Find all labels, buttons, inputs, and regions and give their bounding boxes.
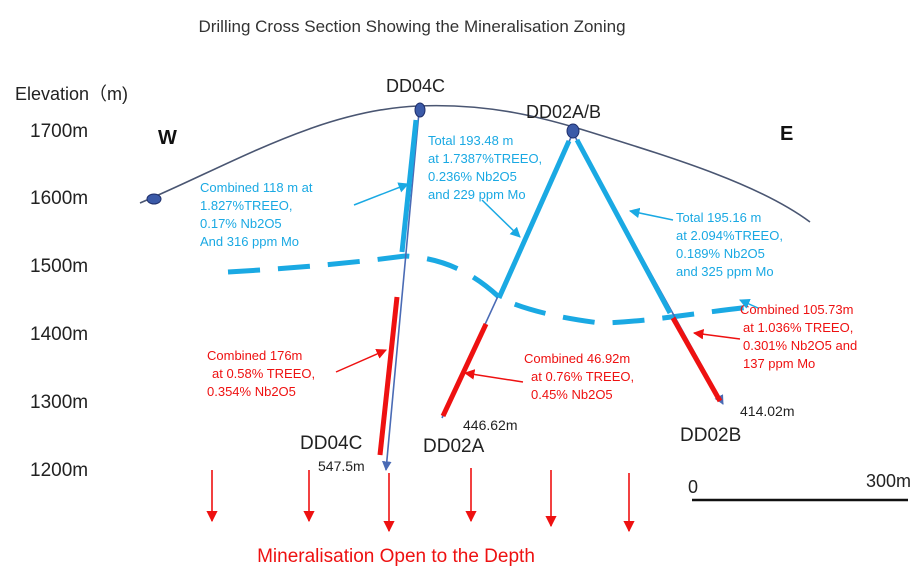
collar-dd02ab-marker <box>566 123 580 139</box>
dd02a-depth-label: 446.62m <box>463 417 517 433</box>
axis-tick-1500: 1500m <box>30 256 88 277</box>
zone-boundary-dashed-line <box>227 253 761 326</box>
axis-tick-1300: 1300m <box>30 392 88 413</box>
dd02a-blue-arrow <box>481 199 521 238</box>
scale-bar-end: 300m <box>866 471 911 491</box>
dd02a-red-arrow <box>463 369 524 383</box>
dd02b-blue-interval <box>574 138 673 315</box>
dd02b-red-interval <box>670 316 723 403</box>
axis-label: Elevation（m) <box>15 84 128 104</box>
dd02b-blue-annotation: Total 195.16 m at 2.094%TREEO, 0.189% Nb… <box>676 210 787 279</box>
dd02ab-top-label: DD02A/B <box>526 102 601 122</box>
dd04c-red-annotation: Combined 176m at 0.58% TREEO, 0.354% Nb2… <box>207 348 319 399</box>
scale-bar-start: 0 <box>688 477 698 497</box>
east-label: E <box>780 123 793 145</box>
collar-dd04c-marker <box>414 102 426 118</box>
dd04c-red-arrow <box>335 349 387 373</box>
dd02b-red-arrow <box>692 329 741 340</box>
ground-surface-line <box>139 104 811 223</box>
axis-tick-1200: 1200m <box>30 460 88 481</box>
dd04c-red-interval <box>377 296 400 456</box>
dd02a-bottom-label: DD02A <box>423 436 485 457</box>
axis-tick-1600: 1600m <box>30 188 88 209</box>
dd02a-blue-interval <box>496 139 572 300</box>
dd02b-blue-arrow <box>628 207 674 221</box>
footer-note: Mineralisation Open to the Depth <box>257 546 535 567</box>
diagram-title: Drilling Cross Section Showing the Miner… <box>198 17 625 36</box>
dd04c-depth-label: 547.5m <box>318 458 365 474</box>
dd04c-bottom-label: DD04C <box>300 433 362 454</box>
drillhole-dd04c-trace <box>382 111 420 471</box>
axis-tick-1700: 1700m <box>30 121 88 142</box>
dd04c-blue-annotation: Combined 118 m at 1.827%TREEO, 0.17% Nb2… <box>200 180 316 249</box>
dd02b-bottom-label: DD02B <box>680 425 741 446</box>
dd04c-blue-arrow <box>353 182 409 206</box>
dd04c-blue-interval <box>399 119 419 253</box>
west-label: W <box>158 127 177 149</box>
dd02b-depth-label: 414.02m <box>740 403 794 419</box>
dd02b-red-annotation: Combined 105.73m at 1.036% TREEO, 0.301%… <box>740 302 861 371</box>
dd04c-top-label: DD04C <box>386 76 445 96</box>
dd02a-red-annotation: Combined 46.92m at 0.76% TREEO, 0.45% Nb… <box>524 351 638 402</box>
axis-tick-1400: 1400m <box>30 324 88 345</box>
zone-boundary-arrow <box>739 299 759 309</box>
collar-west-marker <box>146 193 162 205</box>
depth-arrows <box>206 468 635 533</box>
dd02a-red-interval <box>440 322 489 418</box>
dd02a-blue-annotation: Total 193.48 m at 1.7387%TREEO, 0.236% N… <box>428 133 546 202</box>
